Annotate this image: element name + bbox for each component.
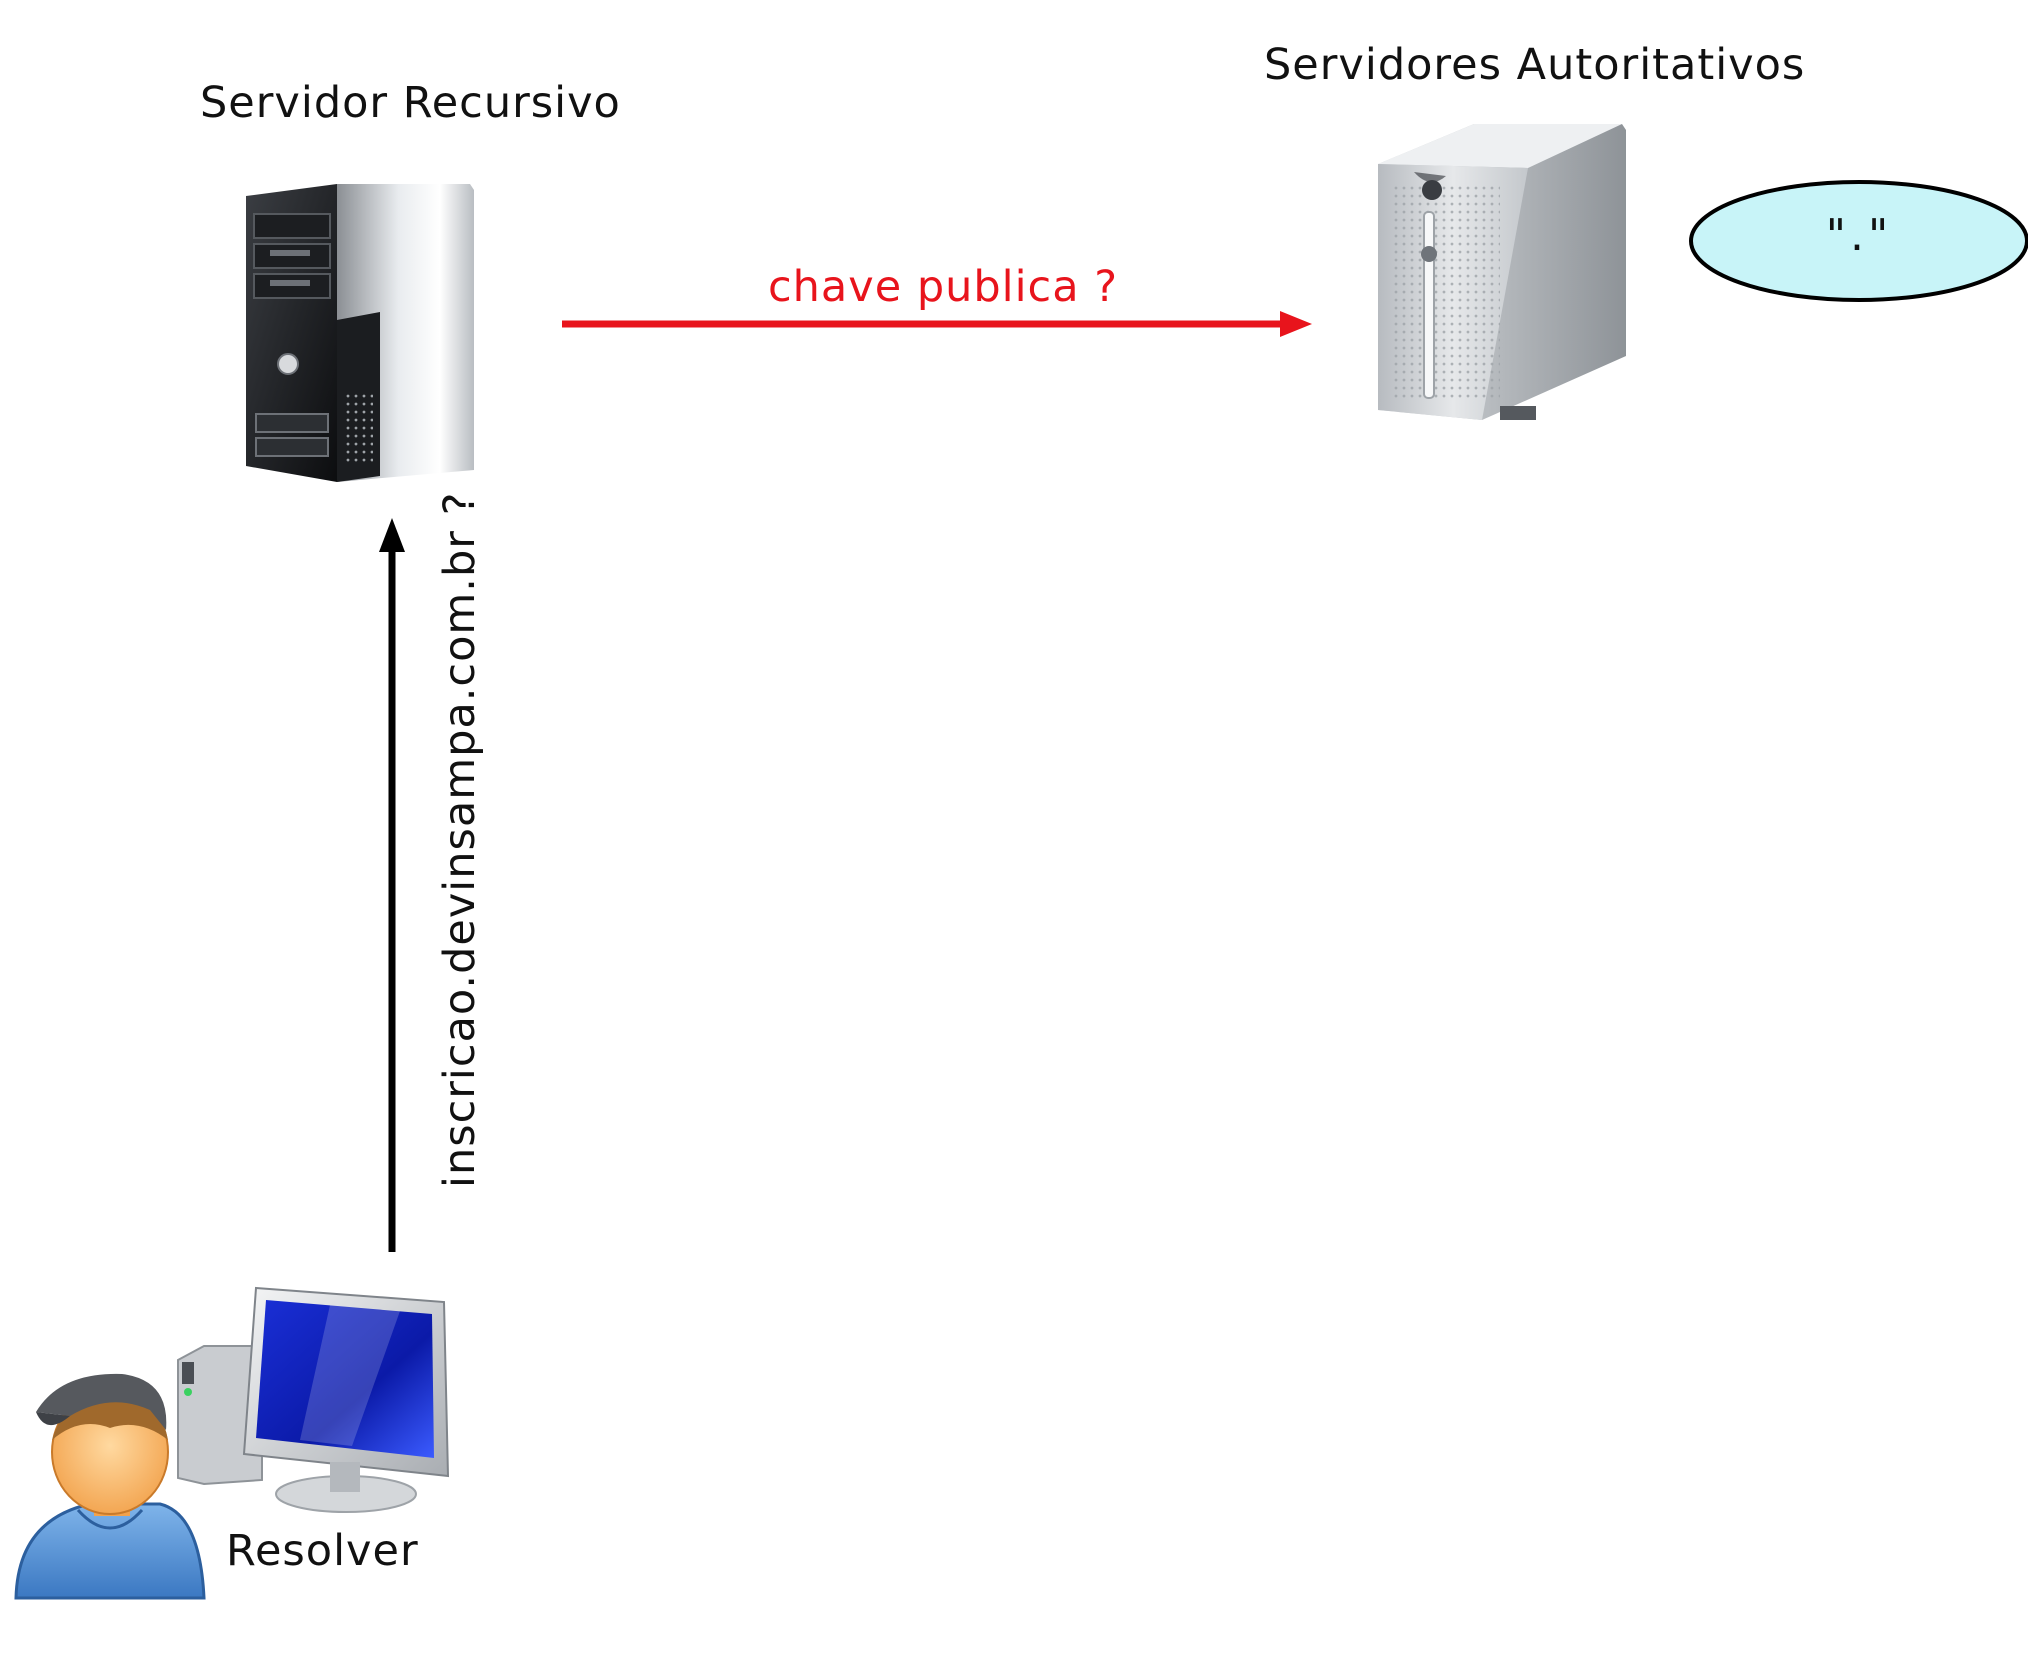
- root-zone-ellipse: [1689, 180, 2028, 302]
- domain-query-arrow: [379, 518, 405, 1252]
- tower-server-icon: [246, 184, 474, 482]
- storage-server-icon: [1378, 124, 1626, 420]
- user-computer-icon: [14, 1286, 450, 1600]
- authoritative-servers-label: Servidores Autoritativos: [1264, 40, 1806, 90]
- key-query-arrow: [562, 311, 1312, 337]
- recursive-server-label: Servidor Recursivo: [200, 78, 621, 128]
- root-zone-label: ".": [1825, 210, 1893, 261]
- domain-query-label: inscricao.devinsampa.com.br ?: [435, 491, 485, 1188]
- key-query-label: chave publica ?: [768, 262, 1119, 312]
- resolver-label: Resolver: [226, 1526, 419, 1576]
